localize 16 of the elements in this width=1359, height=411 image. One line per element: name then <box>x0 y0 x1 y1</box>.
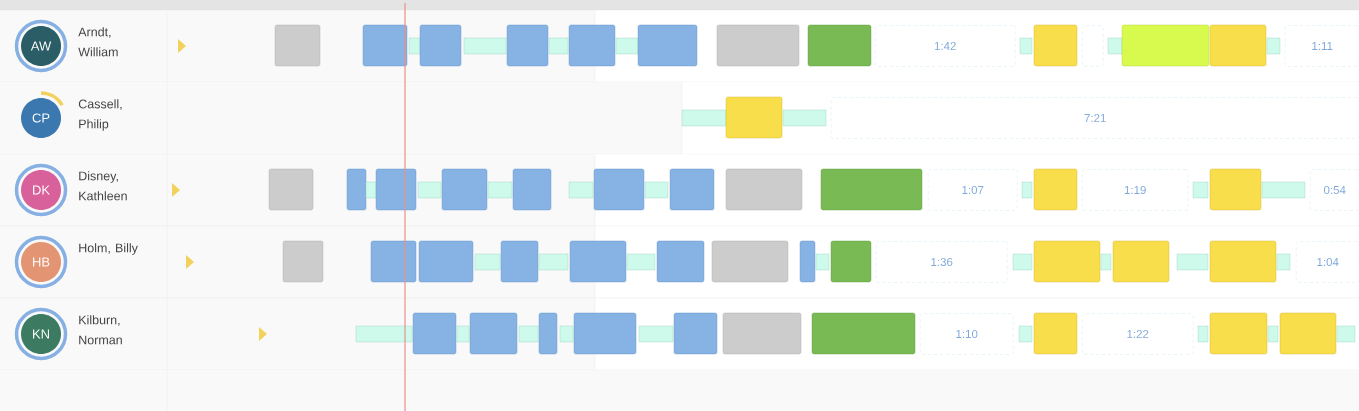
person-name: Kilburn, Norman <box>79 315 122 345</box>
duration-box: 1:04 <box>1296 241 1359 283</box>
duration-box: 7:21 <box>831 97 1359 139</box>
duration-box: 0:54 <box>1310 169 1359 211</box>
person-name: Disney, Kathleen <box>79 171 127 201</box>
duration-box: 1:36 <box>876 241 1008 283</box>
person-name: Holm, Billy <box>79 243 138 255</box>
person-name: Cassell, Philip <box>78 99 122 131</box>
duration-box: 1:22 <box>1082 313 1194 355</box>
person-name: Arndt, William <box>78 27 118 57</box>
empty-slot <box>1082 25 1104 67</box>
duration-box: 1:42 <box>875 25 1016 67</box>
duration-box: 1:19 <box>1082 169 1189 211</box>
duration-box: 1:07 <box>928 169 1018 211</box>
duration-box: 1:11 <box>1285 25 1359 67</box>
duration-box: 1:10 <box>920 313 1014 355</box>
